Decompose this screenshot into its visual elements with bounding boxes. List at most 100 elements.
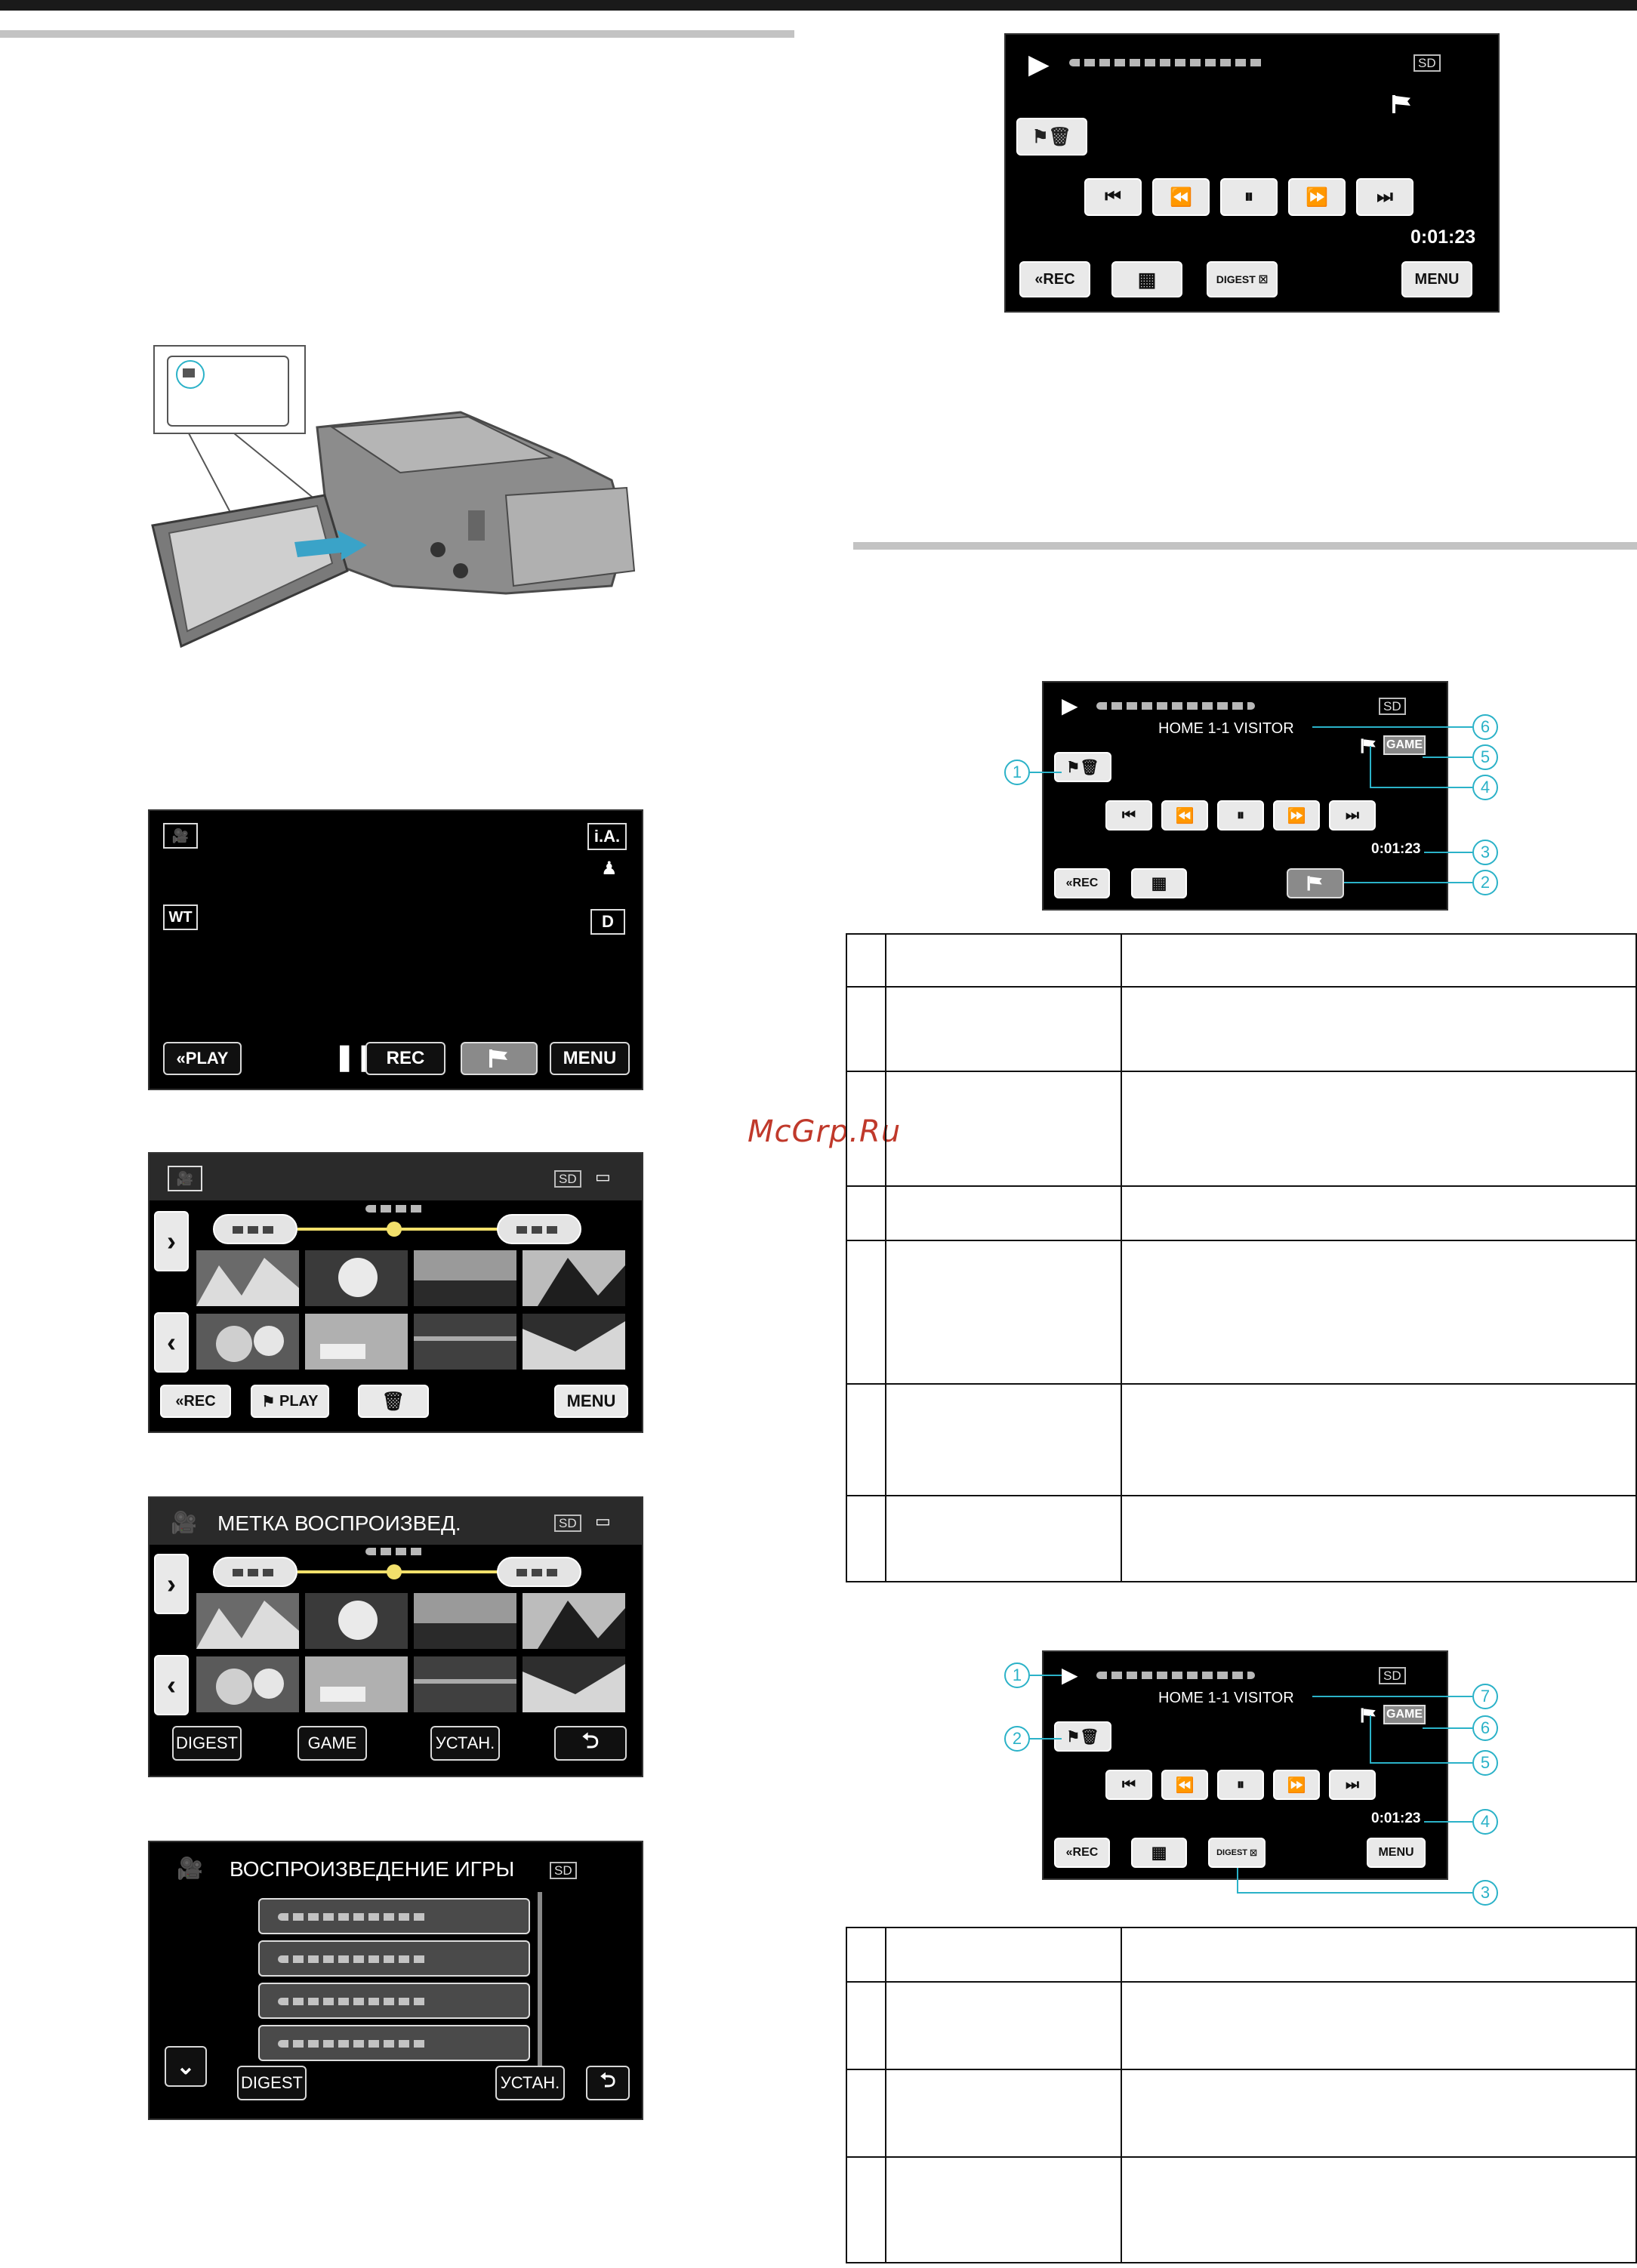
tag-delete-button[interactable]: ⚑🗑 — [1016, 118, 1087, 156]
fast-forward-button[interactable]: ⏩ — [1273, 800, 1320, 830]
thumbnail-image — [523, 1593, 625, 1649]
rewind-button[interactable]: ⏪ — [1161, 1770, 1208, 1800]
time-readout: 0:01:23 — [1410, 226, 1476, 248]
skip-forward-button[interactable]: ⏭ — [1356, 178, 1413, 216]
index-button[interactable]: ▦ — [1131, 1838, 1187, 1868]
rec-button[interactable]: «REC — [160, 1385, 231, 1418]
flag-icon — [1392, 95, 1412, 113]
tag-button[interactable] — [461, 1042, 538, 1075]
thumbnail[interactable] — [196, 1250, 299, 1306]
skip-back-button[interactable]: ⏮ — [1105, 1770, 1152, 1800]
thumbnail[interactable] — [523, 1656, 625, 1712]
thumbnail[interactable] — [305, 1656, 408, 1712]
setup-button[interactable]: УСТАН. — [495, 2066, 565, 2100]
menu-button[interactable]: MENU — [1367, 1838, 1426, 1868]
rec-button[interactable]: «REC — [1054, 868, 1110, 898]
thumbnail-image — [196, 1250, 299, 1306]
thumbnail[interactable] — [305, 1250, 408, 1306]
scroll-left-button[interactable]: ‹ — [154, 1312, 189, 1373]
thumbnail[interactable] — [305, 1314, 408, 1370]
thumbnail[interactable] — [414, 1656, 516, 1712]
thumbnail[interactable] — [196, 1656, 299, 1712]
scroll-right-button[interactable]: › — [154, 1211, 189, 1271]
thumbnail[interactable] — [523, 1314, 625, 1370]
pause-button[interactable]: ⏸ — [1217, 1770, 1264, 1800]
setup-button[interactable]: УСТАН. — [430, 1726, 500, 1761]
rec-button[interactable]: «REC — [1019, 261, 1090, 297]
digest-off-button[interactable]: DIGEST ☒ — [1208, 1838, 1266, 1868]
scroll-down-button[interactable]: ⌄ — [165, 2046, 207, 2087]
index-button[interactable]: ▦ — [1131, 868, 1187, 898]
tag-delete-button[interactable]: ⚑🗑 — [1054, 752, 1111, 782]
callout-line-7 — [1312, 1696, 1472, 1697]
back-button[interactable]: ⮌ — [586, 2066, 630, 2100]
tag-play-button[interactable]: ⚑ PLAY — [251, 1385, 329, 1418]
thumbnail-image — [305, 1593, 408, 1649]
flag-icon — [1307, 876, 1324, 891]
pause-button[interactable]: ⏸ — [1220, 178, 1278, 216]
slider-knob[interactable] — [387, 1564, 402, 1579]
thumbnail[interactable] — [523, 1250, 625, 1306]
game-list-item[interactable] — [258, 1983, 530, 2019]
thumbnail-image — [414, 1656, 516, 1712]
prev-date-pill[interactable] — [213, 1214, 297, 1244]
index-button[interactable]: ▦ — [1111, 261, 1182, 297]
game-list-item[interactable] — [258, 1940, 530, 1977]
scroll-left-button[interactable]: ‹ — [154, 1655, 189, 1715]
flag-icon — [1361, 1708, 1377, 1723]
tag-button[interactable] — [1287, 868, 1344, 898]
thumbnail-image — [305, 1314, 408, 1370]
skip-forward-button[interactable]: ⏭ — [1329, 1770, 1376, 1800]
d-button[interactable]: D — [590, 909, 625, 935]
menu-button[interactable]: MENU — [554, 1385, 628, 1418]
video-mode-icon: 🎥 — [177, 1857, 203, 1880]
game-button[interactable]: GAME — [297, 1726, 367, 1761]
skip-forward-button[interactable]: ⏭ — [1329, 800, 1376, 830]
prev-date-pill[interactable] — [213, 1557, 297, 1587]
rewind-button[interactable]: ⏪ — [1161, 800, 1208, 830]
digest-button[interactable]: DIGEST — [172, 1726, 242, 1761]
rec-button[interactable]: «REC — [1054, 1838, 1110, 1868]
thumbnail[interactable] — [305, 1593, 408, 1649]
thumbnail[interactable] — [523, 1593, 625, 1649]
thumbnail[interactable] — [414, 1593, 516, 1649]
rewind-button[interactable]: ⏪ — [1152, 178, 1210, 216]
back-button[interactable]: ⮌ — [554, 1726, 627, 1761]
thumbnail[interactable] — [196, 1593, 299, 1649]
digest-off-button[interactable]: DIGEST ☒ — [1207, 261, 1278, 297]
thumbnail[interactable] — [196, 1314, 299, 1370]
menu-button[interactable]: MENU — [1401, 261, 1472, 297]
score-text: HOME 1-1 VISITOR — [1158, 720, 1294, 737]
next-date-pill[interactable] — [497, 1557, 581, 1587]
fast-forward-button[interactable]: ⏩ — [1273, 1770, 1320, 1800]
thumbnail[interactable] — [414, 1250, 516, 1306]
play-button[interactable]: «PLAY — [163, 1042, 242, 1075]
ia-mode-button[interactable]: i.A. — [587, 823, 627, 850]
next-date-pill[interactable] — [497, 1214, 581, 1244]
pause-button[interactable]: ⏸ — [1217, 800, 1264, 830]
thumbnail-image — [305, 1656, 408, 1712]
callout-5: 5 — [1472, 1750, 1498, 1776]
table-row — [846, 933, 1637, 988]
game-badge: GAME — [1383, 1705, 1426, 1724]
thumbnail-image — [414, 1593, 516, 1649]
file-info-blur — [1069, 59, 1266, 66]
tag-screen-title: МЕТКА ВОСПРОИЗВЕД. — [217, 1511, 461, 1535]
digest-button[interactable]: DIGEST — [237, 2066, 307, 2100]
thumbnail-image — [196, 1656, 299, 1712]
slider-knob[interactable] — [387, 1222, 402, 1237]
tag-delete-button[interactable]: ⚑🗑 — [1054, 1721, 1111, 1752]
game-list-item[interactable] — [258, 2025, 530, 2061]
digest-label: DIGEST — [1216, 273, 1256, 285]
wt-button[interactable]: WT — [163, 904, 198, 930]
thumbnail[interactable] — [414, 1314, 516, 1370]
scroll-right-button[interactable]: › — [154, 1554, 189, 1614]
skip-back-button[interactable]: ⏮ — [1084, 178, 1142, 216]
rec-button[interactable]: REC — [365, 1042, 445, 1075]
game-list-item[interactable] — [258, 1898, 530, 1934]
delete-button[interactable]: 🗑 — [358, 1385, 429, 1418]
skip-back-button[interactable]: ⏮ — [1105, 800, 1152, 830]
scrollbar[interactable] — [538, 1892, 542, 2073]
fast-forward-button[interactable]: ⏩ — [1288, 178, 1346, 216]
menu-button[interactable]: MENU — [550, 1042, 630, 1075]
